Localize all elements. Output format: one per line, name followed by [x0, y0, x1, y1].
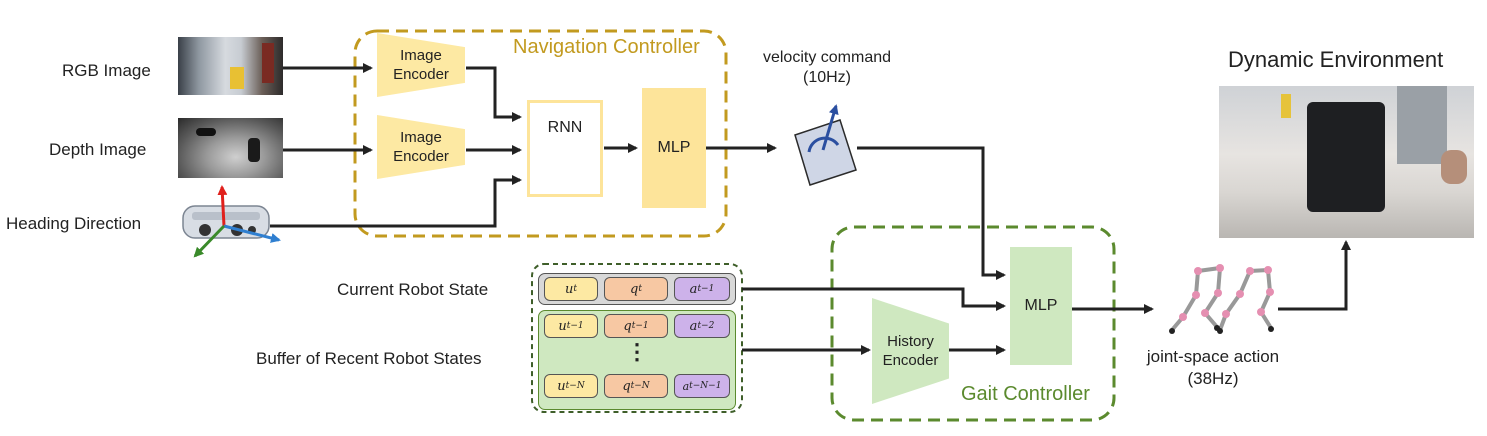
door-shape: [1397, 86, 1447, 164]
current-robot-state-label: Current Robot State: [337, 280, 489, 299]
navigation-controller-title: Navigation Controller: [513, 36, 700, 58]
velocity-command-rate: (10Hz): [802, 69, 851, 86]
rgb-image-label: RGB Image: [62, 61, 151, 80]
navigation-mlp-block: MLP: [642, 88, 706, 208]
velocity-command-label: velocity command (10Hz): [748, 49, 906, 87]
rnn-label: RNN: [547, 119, 583, 136]
gait-mlp-block: MLP: [1010, 247, 1072, 365]
gait-mlp-label: MLP: [1024, 297, 1058, 314]
history-encoder-label: History Encoder: [882, 333, 939, 369]
ellipsis-dots: ⋮: [626, 339, 648, 364]
joint-nodes: [1179, 264, 1274, 321]
joint-space-action-rate: (38Hz): [1187, 369, 1239, 388]
depth-image-thumbnail: [178, 118, 283, 178]
velocity-command-text: velocity command: [762, 49, 892, 66]
velocity-command-icon: [794, 104, 857, 186]
depth-hole: [196, 128, 216, 136]
buffer-states-label: Buffer of Recent Robot States: [256, 349, 482, 368]
rgb-image-thumbnail: [178, 37, 283, 95]
robot-state-frame: [531, 263, 743, 413]
rnn-block: RNN: [527, 100, 603, 197]
joint-action-icon: [1170, 265, 1273, 332]
robot-dog-shape: [1307, 102, 1385, 212]
joint-space-action-label: joint-space action (38Hz): [1128, 347, 1298, 389]
heading-camera-icon: [182, 185, 281, 258]
image-encoder-depth-label: Image Encoder: [393, 129, 449, 165]
person-shape: [262, 43, 274, 83]
navigation-mlp-label: MLP: [657, 139, 691, 156]
person-leg-shape: [1441, 150, 1467, 184]
dynamic-environment-photo: [1219, 86, 1474, 238]
gait-controller-title: Gait Controller: [961, 383, 1090, 405]
joint-space-action-text: joint-space action: [1146, 347, 1280, 366]
wet-floor-sign-shape: [230, 67, 244, 89]
gait-controller-frame: [830, 225, 1116, 422]
dynamic-environment-title: Dynamic Environment: [1228, 47, 1444, 72]
wet-floor-sign-shape: [1281, 94, 1291, 118]
depth-image-label: Depth Image: [49, 140, 147, 159]
heading-direction-label: Heading Direction: [6, 214, 142, 233]
image-encoder-rgb-label: Image Encoder: [393, 47, 449, 83]
depth-hole: [248, 138, 260, 162]
navigation-controller-frame: [353, 29, 728, 238]
